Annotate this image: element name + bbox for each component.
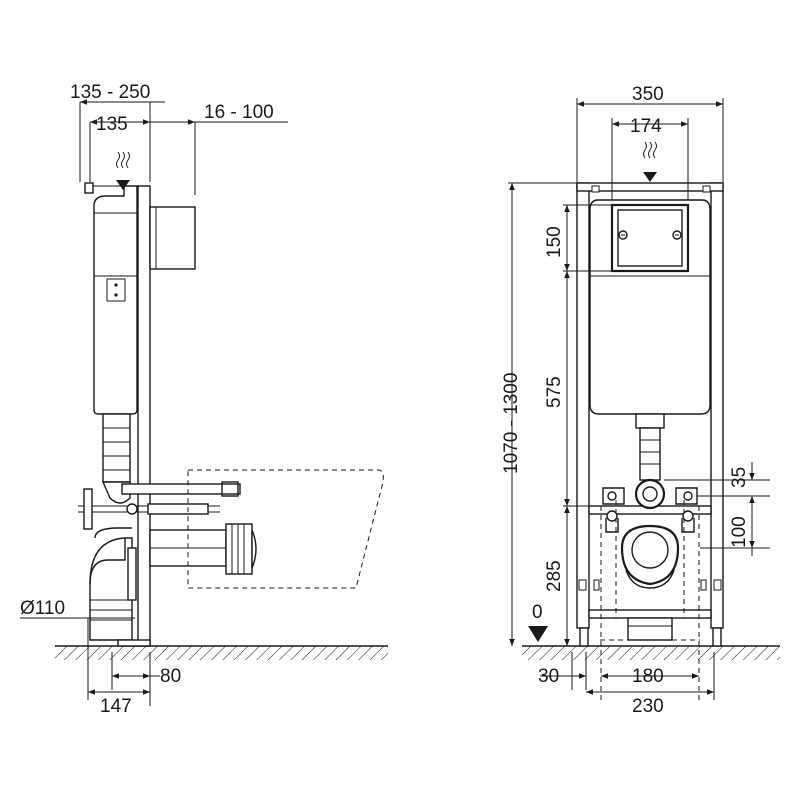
dim-foot-offset-label: 30 xyxy=(538,666,559,687)
dim-depth-range-label: 135 - 250 xyxy=(70,82,150,103)
dim-height-range-label: 1070 - 1300 xyxy=(501,373,522,474)
dim-pipe-diameter-label: Ø110 xyxy=(20,598,65,619)
dim-cistern-height-label: 575 xyxy=(544,376,565,408)
side-dimension-labels: 135 - 250 135 16 - 100 Ø110 80 147 xyxy=(20,82,274,717)
side-frame-foot xyxy=(117,639,151,647)
side-mounting-rods xyxy=(78,481,241,530)
side-cistern xyxy=(93,185,138,415)
front-frame xyxy=(576,182,724,647)
dim-wall-offset-label: 16 - 100 xyxy=(204,102,274,123)
front-floor xyxy=(522,645,780,660)
side-wc-bowl-outline xyxy=(187,469,384,589)
dim-depth-label: 135 xyxy=(96,114,128,135)
front-flush-arrow xyxy=(643,141,657,182)
front-view: 350 174 150 1070 - 1300 575 35 100 285 0… xyxy=(501,84,780,717)
front-dimension-labels: 350 174 150 1070 - 1300 575 35 100 285 0… xyxy=(501,84,750,717)
dim-frame-width-label: 350 xyxy=(632,84,664,105)
dim-outlet-height-label: 285 xyxy=(544,560,565,592)
front-center-lines xyxy=(600,500,700,700)
front-cistern xyxy=(589,199,711,415)
dim-feet-spacing-label: 230 xyxy=(632,696,664,717)
dim-stud-spacing-label: 100 xyxy=(729,516,750,548)
side-view: 135 - 250 135 16 - 100 Ø110 80 147 xyxy=(20,82,388,717)
side-actuator-box xyxy=(149,206,196,270)
side-drain-elbow xyxy=(89,527,137,641)
dim-zero-level-label: 0 xyxy=(532,602,543,623)
dim-bolt-spacing-label: 180 xyxy=(632,666,664,687)
front-flush-pipe xyxy=(634,413,666,510)
dim-outlet-depth-label: 147 xyxy=(100,696,132,717)
front-mounting-brackets xyxy=(602,487,698,533)
front-dimensions xyxy=(508,98,770,700)
front-drain-outlet xyxy=(620,524,680,641)
dim-flush-pipe-label: 35 xyxy=(729,467,750,488)
side-outlet-connector xyxy=(149,523,257,575)
dim-plate-height-label: 150 xyxy=(544,226,565,258)
dim-plate-width-label: 174 xyxy=(630,116,662,137)
side-floor xyxy=(55,645,388,660)
side-dimensions xyxy=(20,99,288,706)
dim-floor-offset-label: 80 xyxy=(160,666,181,687)
